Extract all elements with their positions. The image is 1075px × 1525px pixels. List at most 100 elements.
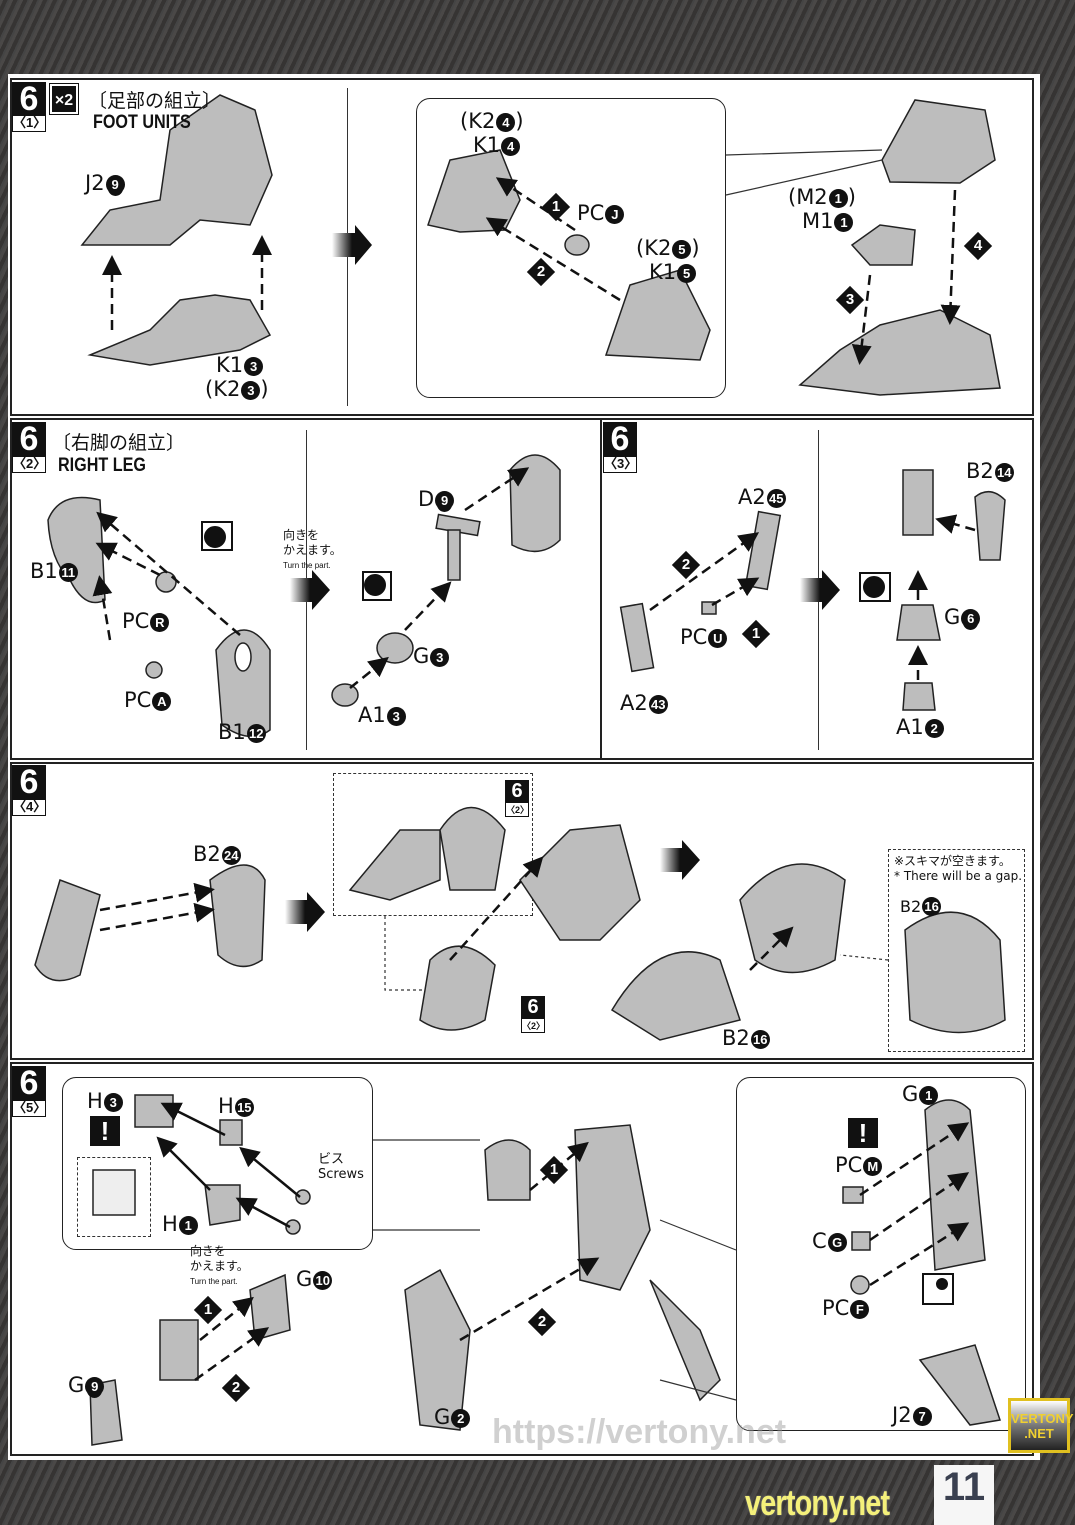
part-h-3-detail <box>92 1169 136 1216</box>
part-thigh-frame <box>574 1124 651 1291</box>
part-h-3 <box>134 1094 174 1128</box>
part-a1-2 <box>902 682 936 711</box>
part-leg-subassembly <box>419 945 496 1031</box>
step-marker: 2 <box>526 257 556 287</box>
step-marker: 2 <box>671 550 701 580</box>
detail-box <box>333 773 533 916</box>
next-step-arrow <box>800 570 840 610</box>
next-arrows <box>285 225 840 932</box>
part-d-9-shaft <box>447 529 461 581</box>
part-pc-j <box>564 234 590 256</box>
grease-icons <box>201 521 954 1305</box>
part-j2-7 <box>918 1344 1001 1426</box>
watermark-site: vertony.net <box>745 1482 890 1523</box>
part-b2-16-cover <box>610 951 741 1041</box>
step-marker: 2 <box>221 1373 251 1403</box>
part-m1-1 <box>850 224 916 266</box>
part-j2-7-upper <box>649 1279 721 1402</box>
sub-step: 〈1〉 <box>12 115 47 132</box>
step-reference: 6〈2〉 <box>521 996 546 1033</box>
part-g-2 <box>404 1268 471 1431</box>
step-number: 6 <box>12 1066 46 1100</box>
section-title-jp: 〔足部の組立〕 <box>88 90 222 112</box>
next-step-arrow <box>285 892 325 932</box>
part-g-9 <box>89 1379 123 1446</box>
step-marker: 1 <box>193 1295 223 1325</box>
step-reference: 6〈2〉 <box>505 780 530 817</box>
part-k1-3 <box>87 294 272 366</box>
warning-icon: ! <box>848 1118 878 1148</box>
part-hip-joint <box>484 1139 531 1201</box>
step-marker: 1 <box>741 619 771 649</box>
detail-box <box>77 1157 151 1237</box>
screw <box>295 1189 311 1205</box>
part-g-6 <box>896 604 941 641</box>
part-g-1 <box>924 1099 986 1271</box>
vertony-logo: VERTONY .NET <box>1008 1398 1074 1453</box>
part-leg-assembled <box>739 863 846 974</box>
part-h-15 <box>219 1119 243 1146</box>
watermark-overlay: https://vertony.net <box>492 1413 787 1451</box>
part-b2-14-shaft <box>902 469 934 536</box>
part-leg-upper-detail <box>439 806 506 891</box>
part-pc-m <box>842 1186 864 1204</box>
step-marker: 1 <box>539 1155 569 1185</box>
gap-note: ※スキマが空きます。* There will be a gap. <box>894 854 1023 883</box>
part-pc-a <box>145 661 163 679</box>
part-a2-45 <box>744 510 782 591</box>
part-a1-3 <box>331 683 359 707</box>
step-marker: 1 <box>541 192 571 222</box>
part-lower-leg-calf <box>34 879 101 982</box>
sub-step: 〈4〉 <box>12 799 47 816</box>
part-leg-upper <box>509 454 561 553</box>
step-marker: 3 <box>835 285 865 315</box>
section-title-en: RIGHT LEG <box>58 455 146 476</box>
turn-part-note: 向きをかえます。Turn the part. <box>283 528 342 570</box>
step-number: 6 <box>12 422 46 456</box>
part-foot-assembled <box>798 309 1001 396</box>
step-marker: 4 <box>963 231 993 261</box>
next-step-arrow <box>332 225 372 265</box>
part-b1-11 <box>47 496 106 604</box>
next-step-arrow <box>660 840 700 880</box>
part-k1-5 <box>604 269 711 361</box>
part-j2-9 <box>80 94 273 246</box>
gap-note-box <box>888 849 1025 1052</box>
part-joint-assembly <box>159 1319 199 1381</box>
part-a2-43 <box>619 602 655 673</box>
part-g-10 <box>249 1273 291 1341</box>
quantity-badge: ×2 <box>49 83 79 115</box>
section-title-en: FOOT UNITS <box>93 112 191 133</box>
